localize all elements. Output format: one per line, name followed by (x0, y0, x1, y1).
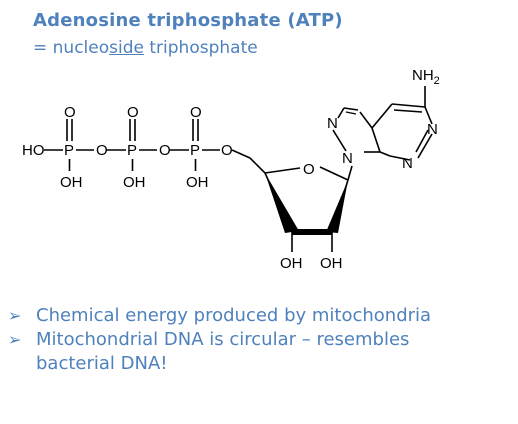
atom-oh-1: OH (60, 174, 83, 191)
atom-o-double-2: O (127, 104, 139, 121)
subtitle-suffix: triphosphate (143, 38, 258, 58)
atom-oh-3prime: OH (320, 255, 343, 272)
bullet-list: ➢ Chemical energy produced by mitochondr… (8, 304, 431, 376)
atom-p2: P (127, 142, 137, 159)
arrow-bullet-icon: ➢ (8, 306, 22, 325)
bullet-item-continuation: bacterial DNA! (8, 352, 431, 376)
atom-n7-label: N (327, 115, 338, 132)
wedge-bond-left (265, 173, 299, 233)
bullet-text: bacterial DNA! (36, 353, 168, 374)
slide-title: Adenosine triphosphate (ATP) (33, 10, 343, 31)
slide-subtitle: = nucleoside triphosphate (33, 38, 258, 58)
atom-ho-terminal: HO (22, 142, 45, 159)
atom-n1: N (427, 121, 438, 138)
atom-o-bridge-3: O (221, 142, 233, 159)
phosphate-bonds (44, 86, 433, 252)
bullet-item: ➢ Mitochondrial DNA is circular – resemb… (8, 328, 431, 352)
subtitle-underlined: side (109, 38, 144, 58)
amine-subscript: 2 (434, 75, 440, 87)
arrow-bullet-icon: ➢ (8, 330, 22, 349)
atom-o-bridge-2: O (159, 142, 171, 159)
subtitle-prefix: = nucleo (33, 38, 110, 58)
atp-structure-diagram: HO P O P O P O O O O OH OH OH O OH OH N … (22, 67, 440, 272)
atom-oh-3: OH (186, 174, 209, 191)
atom-oh-2: OH (123, 174, 146, 191)
atom-amine: NH2 (412, 67, 440, 87)
bullet-text: Chemical energy produced by mitochondria (36, 305, 432, 326)
bullet-item: ➢ Chemical energy produced by mitochondr… (8, 304, 431, 328)
atom-p3: P (190, 142, 200, 159)
amine-label: NH (412, 67, 434, 84)
atom-oh-2prime: OH (280, 255, 303, 272)
wedge-bond-bottom (292, 229, 332, 235)
atom-o-ring: O (303, 161, 315, 178)
atom-o-double-3: O (190, 104, 202, 121)
atom-p1: P (64, 142, 74, 159)
atom-o-double-1: O (64, 104, 76, 121)
atom-o-bridge-1: O (96, 142, 108, 159)
bullet-text: Mitochondrial DNA is circular – resemble… (36, 329, 410, 350)
wedge-bond-right (326, 180, 348, 233)
atom-n3: N (402, 155, 413, 172)
atom-n9: N (342, 150, 353, 167)
